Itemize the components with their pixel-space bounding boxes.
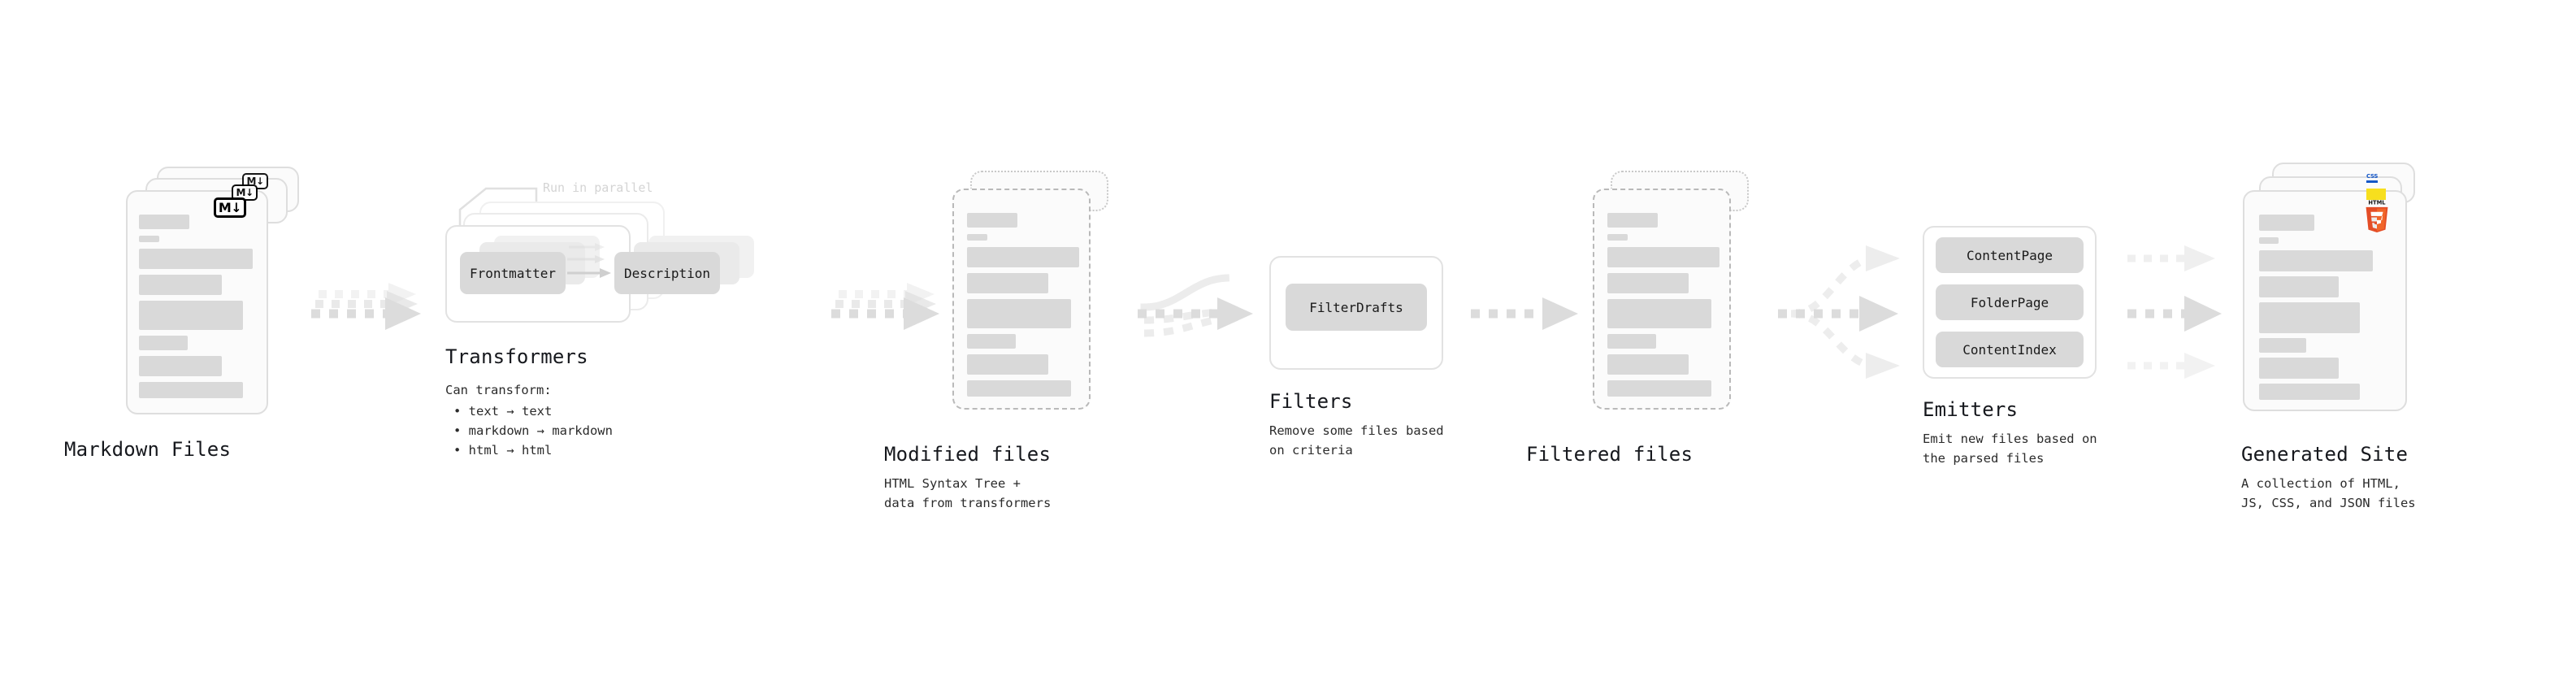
emitter-chip-folderpage[interactable]: FolderPage [1936,284,2084,320]
filtered-doc-stack [1593,171,1767,419]
filter-chip-filterdrafts[interactable]: FilterDrafts [1286,284,1427,331]
transformers-bullet-0: • text → text [453,404,553,419]
arrow-filtered-to-emitters [1778,245,1900,379]
arrow-filters-to-filtered [1471,297,1578,330]
js-icon [2366,189,2386,200]
site-doc-stack: CSS HTML [2243,163,2430,411]
transformers-bullet-2: • html → html [453,443,553,458]
stage-title-modified-files: Modified files [884,443,1052,466]
stage-modified-files: Modified files HTML Syntax Tree + data f… [884,171,1127,510]
stage-subtitle-generated-site: A collection of HTML, JS, CSS, and JSON … [2241,476,2416,511]
stage-title-markdown-files: Markdown Files [64,438,232,461]
svg-text:HTML: HTML [2368,200,2386,206]
transformers-bullet-list: • text → text • markdown → markdown • ht… [453,401,613,460]
site-sheet-front [2243,190,2407,411]
transformers-bullet-1: • markdown → markdown [453,423,613,439]
stage-subtitle-transformers: Can transform: [445,383,552,397]
modified-sheet-front [952,189,1091,410]
markdown-icon-text-3: M [218,199,232,215]
markdown-icon: M↓ [214,197,246,218]
html5-icon: HTML [2363,198,2391,232]
stage-subtitle-modified-files: HTML Syntax Tree + data from transformer… [884,476,1052,511]
stage-markdown-files: M↓ M↓ M↓ Markdown Files [64,167,301,461]
stage-subtitle-filters: Remove some files based on criteria [1269,423,1444,458]
transformer-chip-frontmatter[interactable]: Frontmatter [460,252,566,294]
markdown-doc-stack: M↓ M↓ M↓ [126,167,301,414]
arrow-modified-to-filters [1138,274,1253,337]
css-icon: CSS [2366,174,2378,183]
run-in-parallel-label: Run in parallel [543,180,653,195]
css-icon-label: CSS [2366,174,2378,183]
modified-doc-stack [952,171,1127,419]
transformer-chip-description[interactable]: Description [614,252,720,294]
markdown-icon-arrow: ↓ [255,176,264,187]
site-skeleton [2244,192,2405,410]
arrow-markdown-to-transformers [311,283,421,330]
document-sheet-front [126,190,268,414]
document-skeleton [128,192,267,413]
markdown-icon-arrow-3: ↓ [231,199,242,215]
filtered-skeleton [1594,190,1729,408]
stage-filtered-files: Filtered files [1526,171,1767,466]
stage-generated-site: CSS HTML Generated Site A collection of … [2241,163,2430,510]
stage-title-generated-site: Generated Site [2241,443,2409,466]
stage-subtitle-emitters: Emit new files based on the parsed files [1923,432,2097,466]
emitter-chip-contentindex[interactable]: ContentIndex [1936,332,2084,367]
markdown-icon-arrow-2: ↓ [245,187,254,198]
emitter-chip-contentpage[interactable]: ContentPage [1936,237,2084,273]
arrow-transformers-to-modified [831,283,939,330]
stage-title-emitters: Emitters [1923,398,2019,421]
markdown-icon-text-2: M [236,187,245,198]
modified-skeleton [954,190,1089,408]
inner-transformer-arrows [567,243,611,278]
arrow-emitters-to-site [2127,245,2222,379]
stage-title-filtered-files: Filtered files [1526,443,1693,466]
markdown-icon-text: M [246,176,256,187]
stage-title-transformers: Transformers [445,345,588,368]
stage-title-filters: Filters [1269,390,1353,413]
filtered-sheet-front [1593,189,1731,410]
